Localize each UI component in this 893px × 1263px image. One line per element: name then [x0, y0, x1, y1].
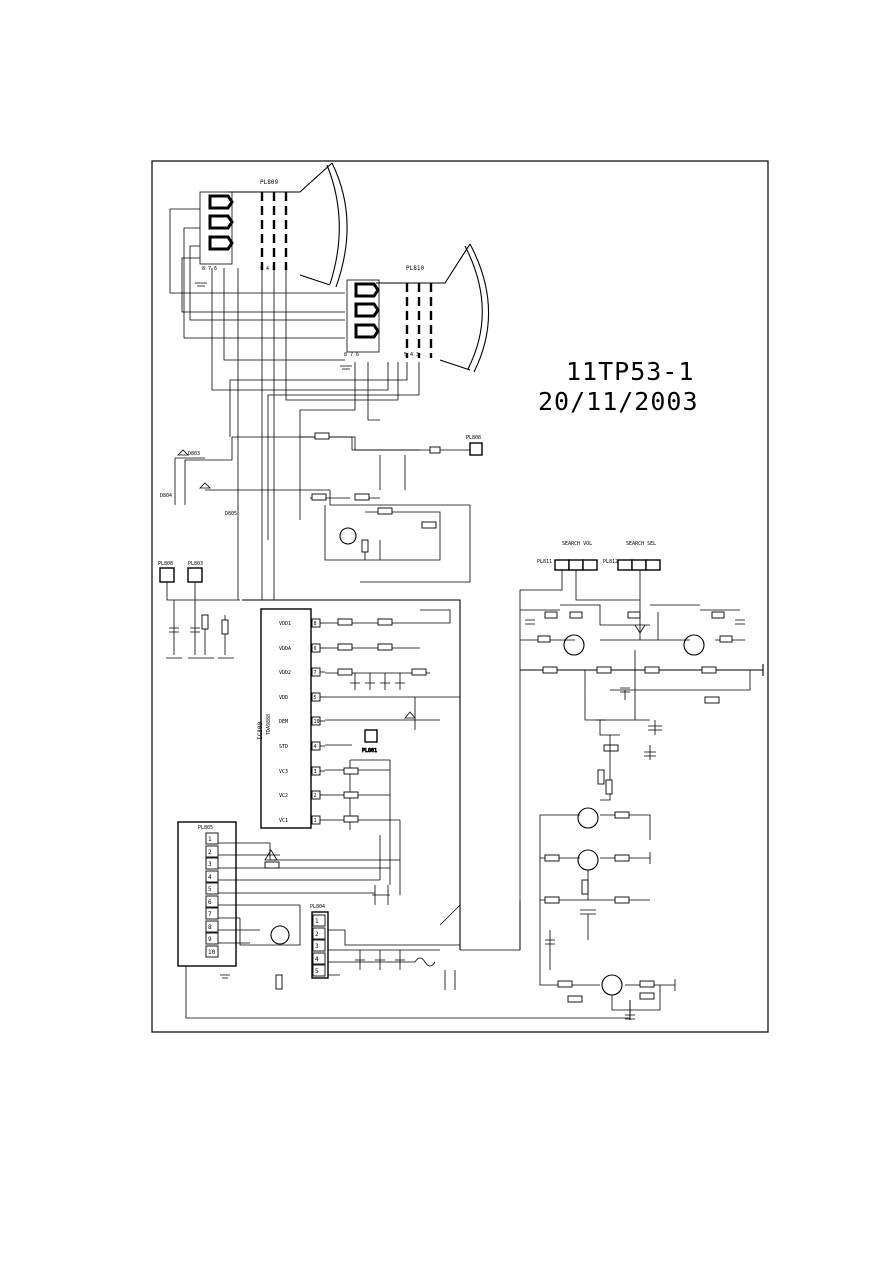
ic800-pin-label: VDD2	[279, 670, 291, 676]
ic800-pin-box	[311, 643, 321, 653]
ic800-pin-box	[311, 741, 321, 751]
pl808-label: PL808	[466, 435, 481, 441]
pl803-label: PL803	[188, 561, 203, 567]
schematic-frame	[151, 160, 769, 1033]
pl805-pin-box	[205, 870, 219, 883]
pl805-pin-number: 9	[208, 936, 212, 943]
right-circuit: PL811 PL812 SEARCH VOL SEARCH SEL	[519, 541, 764, 1020]
ic800-pin-number: 6	[314, 646, 317, 652]
ic800: IC800 TDA9888 8 VDD1 6 VDDA 7 VDD2 5 VDD 10 DEM 4 S…	[257, 608, 325, 829]
pl805-pin-box	[205, 845, 219, 858]
pl805-pin-number: 2	[208, 849, 212, 856]
title-block: 11TP53-1 20/11/2003	[538, 357, 699, 416]
pl811-label: PL811	[537, 559, 552, 565]
ic800-label: IC800	[257, 722, 264, 740]
pl805-pin-number: 4	[208, 874, 212, 881]
ic800-pin-label: VDD1	[279, 621, 291, 627]
pl812-label: PL812	[603, 559, 618, 565]
pl804-pin-box	[312, 914, 326, 927]
pl805-pin-box	[205, 907, 219, 920]
pl809-label: PL809	[260, 179, 278, 186]
pl804-pin-box	[312, 952, 326, 965]
ic800-pin-label: DEM	[279, 719, 288, 725]
svg-text:TDA9888: TDA9888	[266, 714, 272, 735]
ic800-pin-number: 2	[314, 793, 317, 799]
pl805-pin-box	[205, 832, 219, 845]
ic800-pin-box	[311, 618, 321, 628]
pl810-label: PL810	[406, 265, 424, 272]
tuner-pl810: PL810 8 7 6 5 4 3	[340, 243, 490, 373]
ic800-pin-box	[311, 766, 321, 776]
ic800-pin-label: VC1	[279, 818, 288, 824]
left-connectors: PL808 PL803	[158, 561, 240, 659]
pl804-pin-number: 3	[315, 943, 319, 950]
pl804-pin-number: 2	[315, 931, 319, 938]
ic800-pin-box	[311, 790, 321, 800]
pl805-pin-box	[205, 895, 219, 908]
ic800-pin-number: 7	[314, 670, 317, 676]
search-vol-label: SEARCH VOL	[562, 541, 592, 547]
svg-text:5 4 3: 5 4 3	[404, 352, 419, 358]
svg-text:D803: D803	[188, 451, 200, 457]
title-model: 11TP53-1	[566, 357, 694, 386]
pl805-pin-box	[205, 920, 219, 933]
ic800-pin-number: 5	[314, 695, 317, 701]
ic800-pin-label: VC3	[279, 769, 288, 775]
pl805-pin-number: 6	[208, 899, 212, 906]
ic800-pin-label: VDDA	[279, 646, 291, 652]
pl804-connector: PL804 1 2 3 4 5	[310, 885, 461, 990]
ic800-pin-number: 3	[314, 769, 317, 775]
ic800-pin-number: 8	[314, 621, 317, 627]
pl805-pin-number: 8	[208, 924, 212, 931]
ic800-pin-label: VC2	[279, 793, 288, 799]
ic800-pin-number: 4	[314, 744, 317, 750]
svg-text:D804: D804	[160, 493, 172, 499]
pl805-pin-number: 1	[208, 836, 212, 843]
pl804-pin-box	[312, 964, 326, 977]
pl805-pin-box	[205, 945, 219, 958]
pl804-pin-number: 4	[315, 956, 319, 963]
tuner-pl809: PL809 8 7 6 5 4 3	[195, 162, 348, 288]
pl804-pin-box	[312, 927, 326, 940]
search-sel-label: SEARCH SEL	[626, 541, 656, 547]
ic800-networks: PL801	[325, 609, 460, 895]
pl805-pin-box	[205, 932, 219, 945]
ic800-pin-number: 1	[314, 818, 317, 824]
supply-bus	[242, 599, 461, 950]
pl805-pin-number: 5	[208, 886, 212, 893]
ic800-pin-box	[311, 692, 321, 702]
pl804-pin-number: 5	[315, 968, 319, 975]
title-date: 20/11/2003	[538, 387, 699, 416]
pl805-connector: PL805 1 2 3 4 5 6 7 8 9 10	[177, 821, 631, 1019]
pl805-label: PL805	[198, 825, 213, 831]
pl805-pin-number: 7	[208, 911, 212, 918]
svg-text:8 7 6: 8 7 6	[202, 266, 217, 272]
pl804-pin-box	[312, 939, 326, 952]
pl804-pin-number: 1	[315, 918, 319, 925]
tuner-wiring	[169, 208, 420, 600]
ic800-pin-box	[311, 716, 321, 726]
ic800-pin-label: VDD	[279, 695, 288, 701]
ic800-pin-box	[311, 667, 321, 677]
pl808-left-label: PL808	[158, 561, 173, 567]
ic800-pin-number: 10	[314, 719, 320, 725]
pl805-pin-box	[205, 882, 219, 895]
pl804-label: PL804	[310, 904, 325, 910]
svg-text:8 7 6: 8 7 6	[344, 352, 359, 358]
pl805-pin-number: 10	[208, 949, 216, 956]
ic800-pin-label: STD	[279, 744, 288, 750]
svg-text:D805: D805	[225, 511, 237, 517]
pl801-label: PL801	[362, 748, 377, 754]
pl805-pin-box	[205, 857, 219, 870]
svg-text:5 4 3: 5 4 3	[260, 266, 275, 272]
pl805-pin-number: 3	[208, 861, 212, 868]
ic800-pin-box	[311, 815, 321, 825]
mid-circuit: PL808 D803 D804 D805	[160, 432, 483, 583]
